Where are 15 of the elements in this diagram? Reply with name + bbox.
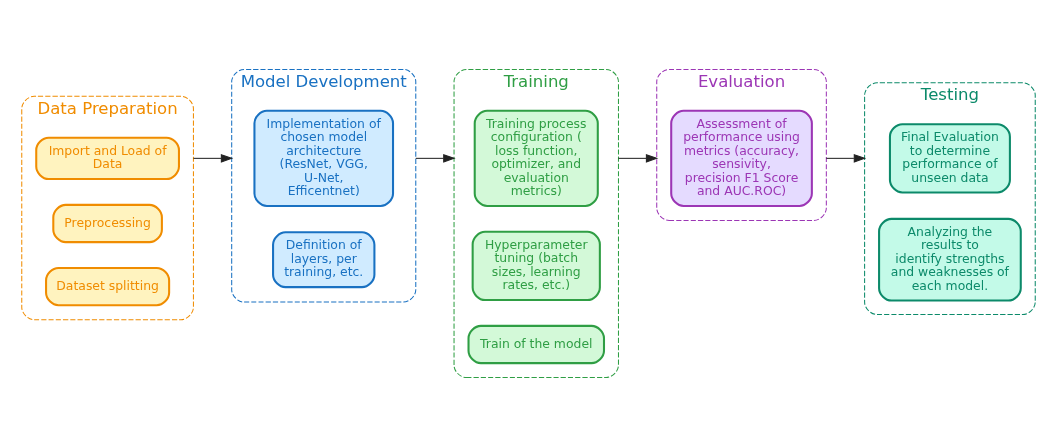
- node-box: Preprocessing: [52, 203, 163, 244]
- node-box: Implementation of chosen model architecture (ResNet, VGG, U-Net, Efficentnet): [253, 109, 395, 207]
- arrow: [825, 154, 867, 163]
- arrow: [415, 154, 456, 163]
- node-box: Dataset splitting: [45, 266, 171, 307]
- node-box: Hyperparameter tuning (batch sizes, learning rates, etc.): [471, 230, 601, 302]
- node-box: Assessment of performance using metrics (accuracy, sensivity, precision F1 Score and AUC.ROC): [670, 109, 813, 207]
- arrow: [617, 154, 659, 163]
- node-box: Definition of layers, per training, etc.: [272, 231, 376, 289]
- node-box: Final Evaluation to determine performance of unseen data: [888, 123, 1011, 194]
- node-box: Analyzing the results to identify strengths and weaknesses of each model.: [878, 217, 1022, 302]
- node-box: Train of the model: [467, 324, 606, 365]
- node-box: Import and Load of Data: [35, 136, 180, 181]
- node-box: Training process configuration ( loss function, optimizer, and evaluation metrics): [473, 109, 599, 207]
- arrow: [192, 154, 234, 163]
